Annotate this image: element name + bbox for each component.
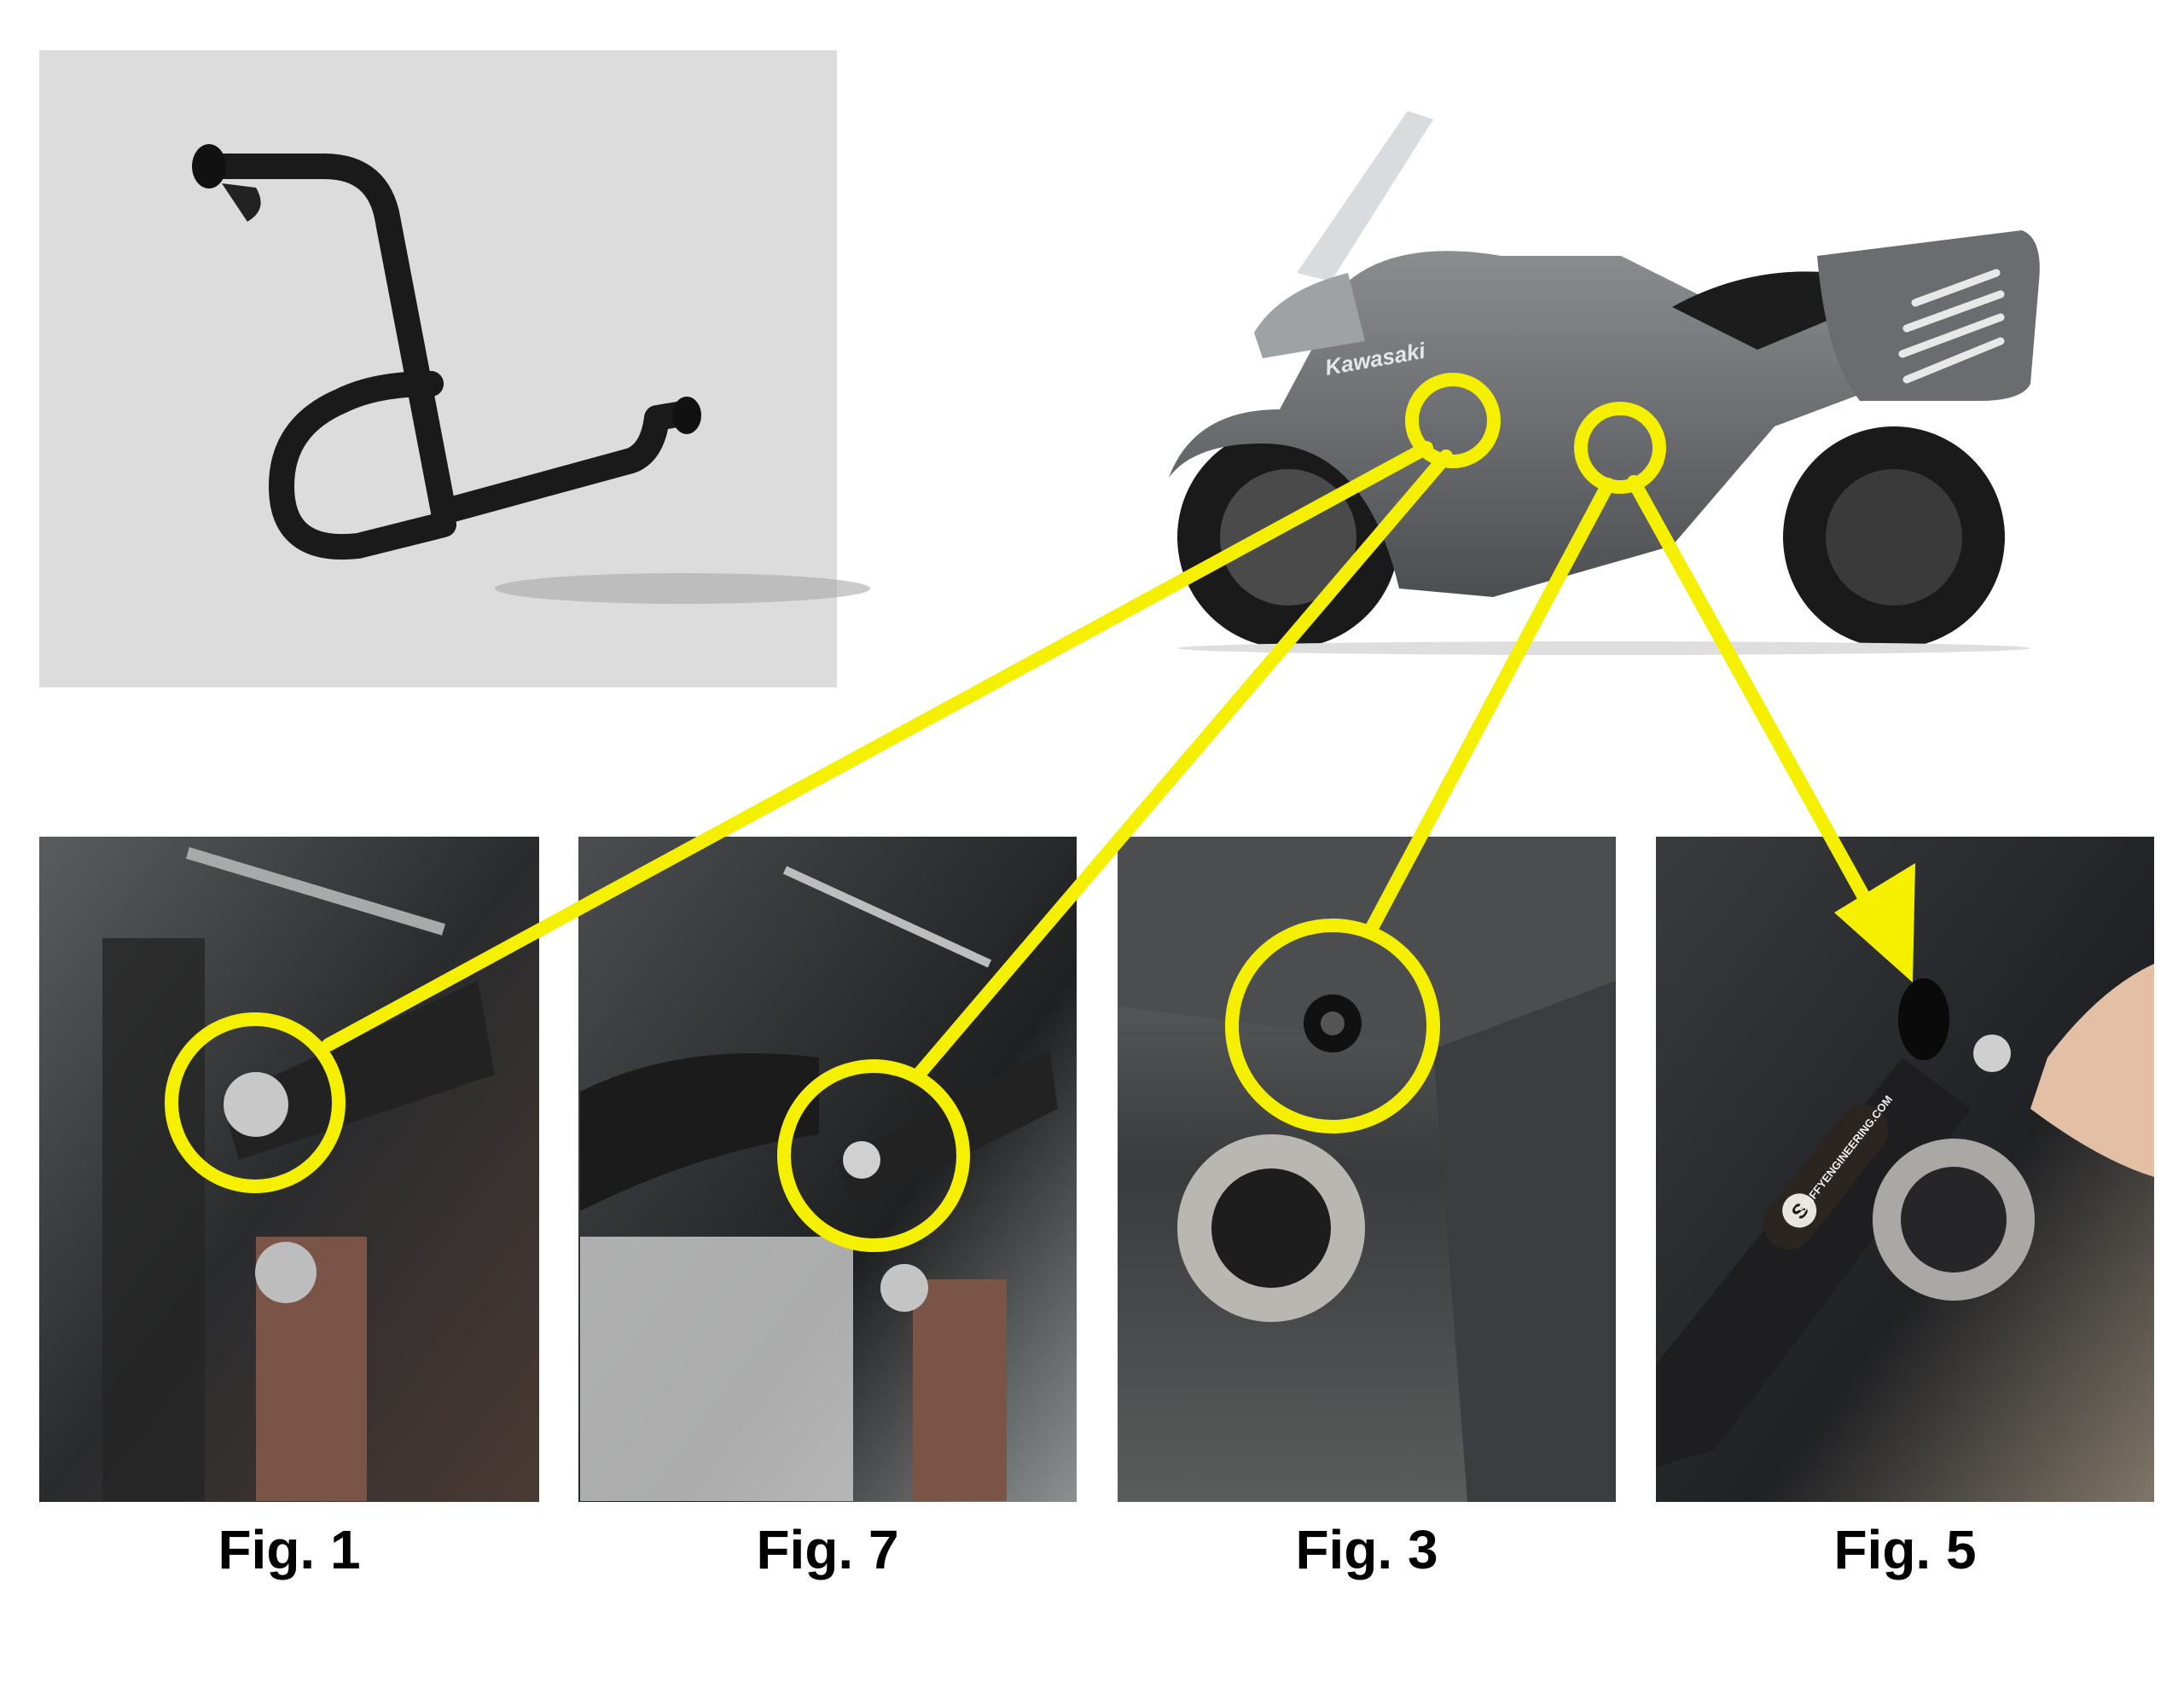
fig-3-label: Fig. 3 bbox=[1295, 1519, 1438, 1580]
callout-arrow-fig-5-shaft bbox=[1627, 475, 1879, 919]
motorcycle-image: Kawasaki bbox=[1169, 111, 2040, 655]
callout-circle-fig-3 bbox=[1225, 919, 1440, 1133]
photo-fig-7 bbox=[578, 837, 1077, 1502]
callout-line-fig-7 bbox=[910, 449, 1453, 1083]
callout-circle-rear bbox=[1574, 402, 1666, 494]
fig-7-label: Fig. 7 bbox=[756, 1519, 899, 1580]
fig-5-label: Fig. 5 bbox=[1833, 1519, 1977, 1580]
callouts bbox=[165, 373, 1879, 1252]
photo-fig-3 bbox=[1118, 837, 1616, 1502]
callout-line-fig-3 bbox=[1365, 478, 1615, 935]
photo-fig-1 bbox=[39, 837, 539, 1502]
arrow-icon bbox=[1834, 863, 1915, 983]
callout-circle-fig-1 bbox=[165, 1012, 346, 1193]
callout-circle-front bbox=[1405, 373, 1501, 468]
cad-render-panel bbox=[39, 50, 870, 687]
fig-1-label: Fig. 1 bbox=[218, 1519, 361, 1580]
crash-bar-bracket bbox=[192, 154, 695, 560]
callout-line-fig-1 bbox=[322, 441, 1433, 1052]
callout-circle-fig-7 bbox=[777, 1059, 970, 1252]
